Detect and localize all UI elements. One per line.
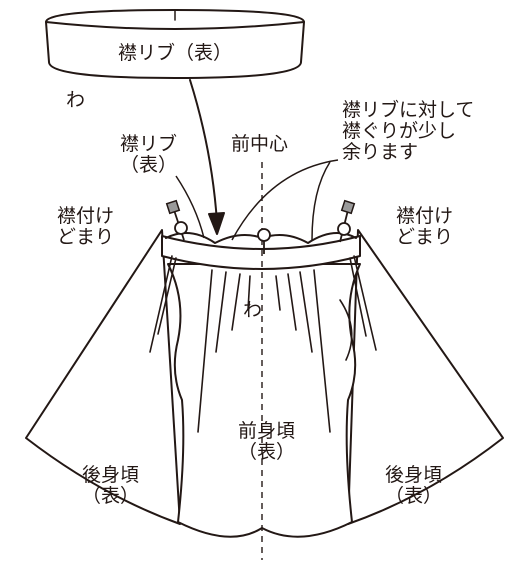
label-center-front: 前中心 bbox=[231, 133, 289, 155]
label-fold-top: わ bbox=[66, 89, 86, 111]
label-fold-center: わ bbox=[243, 299, 263, 321]
front-bodice bbox=[167, 263, 361, 538]
label-stop-right: 襟付け どまり bbox=[396, 205, 454, 248]
label-excess-note: 襟リブに対して 襟ぐりが少し 余ります bbox=[342, 99, 475, 163]
collar-rib-loop bbox=[45, 9, 305, 79]
collar-rib-attached bbox=[161, 235, 361, 270]
label-back-bodice-left: 後身頃 （表） bbox=[82, 464, 140, 507]
back-bodice-right bbox=[347, 229, 504, 525]
pin-center bbox=[257, 228, 271, 254]
gather-lines bbox=[149, 255, 377, 433]
attach-arrow bbox=[189, 79, 225, 235]
label-collar-rib-left: 襟リブ （表） bbox=[120, 133, 178, 176]
label-stop-left: 襟付け どまり bbox=[57, 205, 115, 248]
back-bodice-left bbox=[25, 229, 181, 525]
leader-lines bbox=[175, 159, 339, 241]
pin-left bbox=[165, 199, 188, 241]
label-collar-rib-top: 襟リブ（表） bbox=[118, 42, 233, 64]
label-back-bodice-right: 後身頃 （表） bbox=[385, 464, 443, 507]
label-front-bodice: 前身頃 （表） bbox=[238, 420, 296, 463]
pin-right bbox=[337, 199, 356, 243]
